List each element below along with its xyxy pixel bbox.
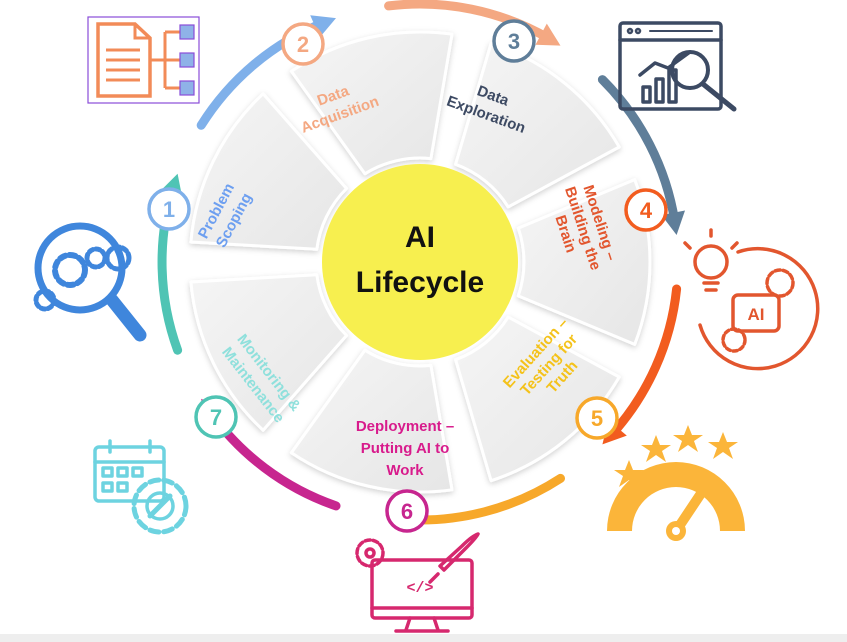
segment-deployment <box>289 348 454 494</box>
stage-6-label: Deployment – Putting AI to Work <box>356 418 454 479</box>
center-circle <box>322 164 518 360</box>
badge-stage-6: 6 <box>385 489 429 533</box>
stage-segments <box>189 30 652 494</box>
badge-1-number: 1 <box>163 197 175 222</box>
arc-stage-4 <box>607 284 682 440</box>
chart-analysis-browser-icon <box>618 21 737 112</box>
monitor-code-rocket-icon: </> <box>355 532 480 633</box>
number-badges: 1 2 3 4 5 6 7 <box>147 19 668 533</box>
badge-6-number: 6 <box>401 499 413 524</box>
stage-6-label-line3: Work <box>386 462 424 479</box>
center-title-line1: AI <box>405 221 435 254</box>
stage-6-label-line1: Deployment – <box>356 418 454 435</box>
ring-arcs <box>157 0 682 525</box>
badge-stage-1: 1 <box>147 187 191 231</box>
data-hierarchy-document-icon <box>87 16 200 104</box>
arrowhead-stage-3 <box>661 210 685 235</box>
svg-text:</>: </> <box>406 580 433 597</box>
badge-stage-2: 2 <box>281 22 325 66</box>
segment-problem-scoping <box>189 92 348 251</box>
badge-stage-3: 3 <box>492 19 536 63</box>
arrowhead-stage-1 <box>310 15 336 38</box>
magnifier-gears-icon <box>33 222 147 342</box>
arrowhead-stage-2 <box>535 23 561 46</box>
badge-3-number: 3 <box>508 29 520 54</box>
center-title-line2: Lifecycle <box>356 266 484 299</box>
stage-6-label-line2: Putting AI to <box>361 440 450 457</box>
badge-5-number: 5 <box>591 406 603 431</box>
badge-7-number: 7 <box>210 405 222 430</box>
calendar-wrench-gear-icon <box>93 439 189 535</box>
bottom-strip <box>0 634 847 642</box>
badge-stage-4: 4 <box>624 188 668 232</box>
svg-text:AI: AI <box>748 305 765 324</box>
rating-gauge-stars-icon <box>607 425 745 541</box>
badge-stage-7: 7 <box>194 395 238 439</box>
ai-lightbulb-gear-icon: AI <box>683 228 820 371</box>
badge-2-number: 2 <box>297 32 309 57</box>
badge-4-number: 4 <box>640 198 653 223</box>
arc-stage-3 <box>597 75 680 227</box>
badge-stage-5: 5 <box>575 396 619 440</box>
segment-monitoring <box>189 273 348 432</box>
